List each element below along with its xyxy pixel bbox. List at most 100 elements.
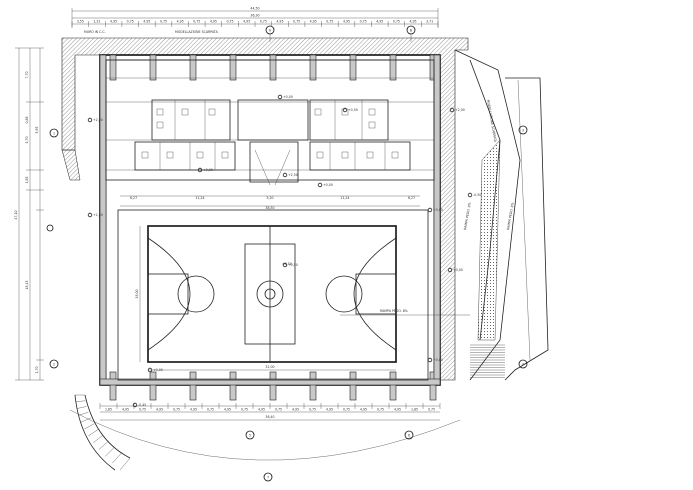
axis-label: 2 — [53, 363, 55, 367]
bottom-dim-value: 4,95 — [360, 408, 367, 412]
bottom-dim-value: 1,85 — [411, 408, 418, 412]
axis-markers-left: 1 2 — [46, 128, 59, 369]
top-dim-value: 3,71 — [426, 20, 433, 24]
ramp-callout: RAMPA PEDO. 8% — [380, 309, 408, 313]
level-value: +2,00 — [455, 108, 465, 112]
bottom-dim-value: 0,75 — [275, 408, 282, 412]
column — [189, 371, 197, 401]
bottom-dim-value: 0,75 — [241, 408, 248, 412]
left-dim-label: 7,70 — [25, 71, 29, 78]
court-dim-sub-mid: 5,20 — [266, 196, 273, 200]
top-dim-value: 0,75 — [260, 20, 267, 24]
stair-step — [93, 434, 104, 443]
level-value: +0,00 — [433, 208, 443, 212]
axis-markers-bottom: 5 6 7 — [245, 430, 414, 482]
left-dim-label: 0,88 — [25, 116, 29, 123]
column — [229, 54, 237, 81]
left-dim-label: 1,85 — [25, 176, 29, 183]
left-dimension-lines: 47,10 7,70 0,88 5,70 1,85 18,15 5,95 1,7… — [14, 47, 44, 381]
level-marker-icon — [87, 212, 93, 218]
bottom-dim-value: 4,95 — [156, 408, 163, 412]
column — [109, 54, 117, 81]
bottom-dim-value: 0,75 — [309, 408, 316, 412]
court-length-label: 19,00 — [135, 289, 139, 298]
left-dim-label: 5,95 — [35, 126, 39, 133]
level-marker-icon — [317, 182, 323, 188]
curved-stair — [74, 394, 131, 471]
level-value: +0,00 — [323, 183, 333, 187]
level-marker-icon — [147, 367, 153, 373]
top-dim-value: 4,95 — [376, 20, 383, 24]
ramp-label: RAMPA PEDO. 8% — [506, 202, 515, 230]
stair-step — [75, 400, 86, 403]
retaining-wall: MURO IN C.C. MODELLAZIONE SCARPATA MODEL… — [61, 30, 498, 381]
stair-step — [84, 423, 95, 430]
column — [309, 371, 317, 401]
basketball-court: 32,00 19,00 ±0,50 RAMPA PEDO. 8% — [117, 209, 470, 381]
court-dim-overall: 38,50 — [265, 206, 274, 210]
bottom-dim-value: 4,95 — [292, 408, 299, 412]
terrain-contour — [69, 409, 461, 461]
column — [269, 371, 277, 401]
top-dim-value: 4,95 — [276, 20, 283, 24]
service-block: 6,27 11,24 5,20 11,24 6,27 38,50 — [105, 59, 435, 210]
court-dim-gap-left: 6,27 — [130, 196, 137, 200]
building-outline — [99, 54, 441, 401]
axis-label: 1 — [53, 132, 55, 136]
sanitary-fixture — [316, 151, 324, 159]
top-dim-value: 4,95 — [110, 20, 117, 24]
sanitary-fixture — [208, 108, 216, 116]
column — [189, 54, 197, 81]
top-dim-value: 4,95 — [409, 20, 416, 24]
ramp-label: RAMPA PEDO. 8% — [463, 202, 472, 230]
bottom-dim-value: 1,85 — [105, 408, 112, 412]
column — [269, 54, 277, 81]
bottom-dim-value: 0,75 — [343, 408, 350, 412]
right-ramp: RAMPA PEDO. 8% RAMPA PEDO. 8% — [454, 49, 549, 381]
top-dim-value: 0,75 — [127, 20, 134, 24]
level-marker-icon — [449, 107, 455, 113]
bottom-total-dim: 36,40 — [265, 415, 274, 419]
top-dim-value: 0,75 — [293, 20, 300, 24]
bottom-dimension-lines: 36,40 1,85 4,95 0,75 4,95 0,75 4,95 0,75 4,95 0,… — [99, 403, 441, 421]
column — [149, 54, 157, 81]
column — [309, 54, 317, 81]
axis-label: 7 — [267, 476, 269, 480]
sanitary-fixture — [196, 151, 204, 159]
column — [349, 54, 357, 81]
level-marker-icon — [342, 107, 348, 113]
wall-label: MURO IN C.C. — [84, 30, 106, 34]
sanitary-fixture — [341, 151, 349, 159]
axis-markers-top: A B — [265, 25, 416, 42]
stair-step — [78, 411, 89, 416]
level-marker-icon — [282, 262, 288, 268]
level-value: +0,00 — [283, 95, 293, 99]
top-dim-value: 4,95 — [143, 20, 150, 24]
sanitary-fixture — [314, 108, 322, 116]
overall-dimension: 44,50 — [250, 7, 259, 11]
stair-step — [112, 452, 123, 464]
column — [389, 371, 397, 401]
sanitary-fixture — [181, 108, 189, 116]
axis-label: 3 — [522, 129, 524, 133]
column — [149, 371, 157, 401]
bottom-dim-value: 4,95 — [326, 408, 333, 412]
stair-step — [80, 417, 92, 423]
axis-markers-right: 3 4 — [518, 125, 528, 369]
axis-label: 4 — [522, 363, 524, 367]
left-dim-label: 18,15 — [25, 280, 29, 289]
bottom-dim-value: 4,95 — [224, 408, 231, 412]
column — [109, 371, 117, 401]
sanitary-fixture — [141, 151, 149, 159]
sanitary-fixture — [366, 151, 374, 159]
bottom-dim-value: 4,95 — [258, 408, 265, 412]
stair-step — [76, 406, 87, 409]
bottom-dim-value: 4,95 — [394, 408, 401, 412]
top-dim-value: 4,95 — [210, 20, 217, 24]
level-value: -0,50 — [473, 193, 481, 197]
level-marker-icon — [277, 94, 283, 100]
bottom-dim-value: 4,95 — [122, 408, 129, 412]
level-value: +0,00 — [153, 368, 163, 372]
axis-label: A — [269, 29, 272, 33]
bottom-dim-value: 0,75 — [377, 408, 384, 412]
